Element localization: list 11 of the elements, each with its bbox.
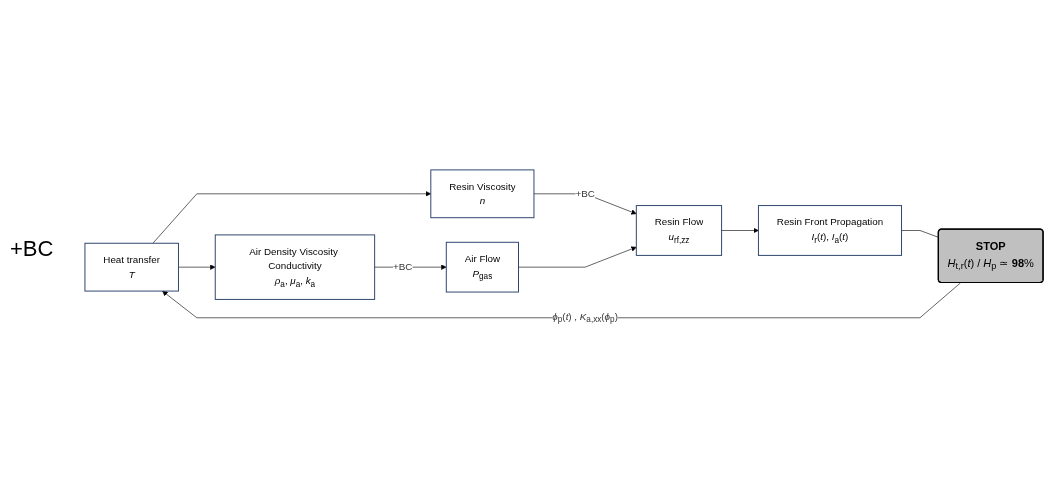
node-box: Air Flow P$_{gas}$: [445, 242, 519, 293]
node-box: Heat transfer T: [84, 243, 179, 292]
edge-label: +BC: [575, 188, 595, 200]
boundary-condition-label: +BC: [10, 235, 55, 262]
node-box: Air Density Viscosity Conductivity ρ$_{a}$, μ$_{a}$, k$_{a}$: [214, 234, 376, 301]
node-box: Resin Front Propagation I$_{r}$(t), I$_{a}$(t): [757, 205, 902, 257]
node-box: Resin Viscosity n: [430, 169, 535, 219]
connector: [901, 230, 939, 239]
edge-label: +BC: [393, 262, 413, 273]
edge-label: ϕ$_{p}$(t) , K$_{a,xx}$(ϕ$_{p}$): [552, 311, 618, 325]
node-box: Resin Flow u$_{rf,zz}$: [635, 205, 723, 257]
